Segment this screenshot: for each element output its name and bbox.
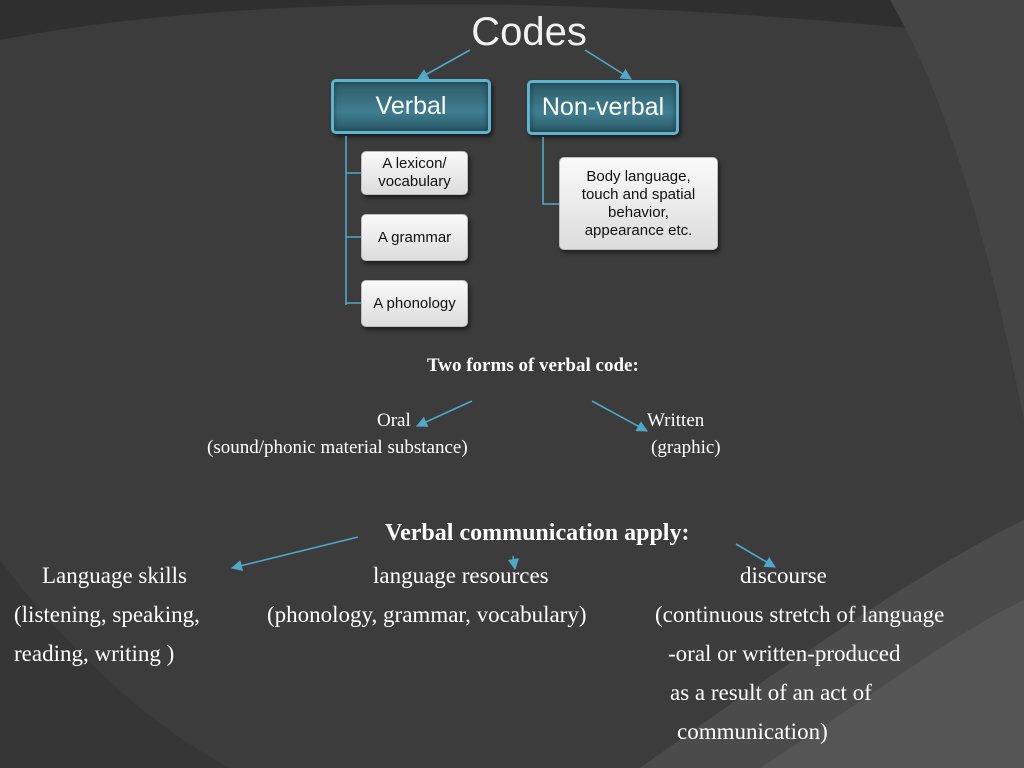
written-description: (graphic) <box>651 437 721 458</box>
discourse-line-3: as a result of an act of <box>670 680 872 705</box>
nonverbal-item-body-language: Body language, touch and spatial behavio… <box>559 157 718 250</box>
oral-label: Oral <box>377 410 411 431</box>
verbal-box: Verbal <box>331 79 491 134</box>
verbal-item-grammar: A grammar <box>361 214 468 261</box>
oral-description: (sound/phonic material substance) <box>207 437 468 458</box>
discourse-line-1: (continuous stretch of language <box>655 602 945 627</box>
nonverbal-box: Non-verbal <box>527 80 679 135</box>
written-label: Written <box>647 410 705 431</box>
slide-title: Codes <box>471 10 587 54</box>
verbal-item-lexicon: A lexicon/ vocabulary <box>361 151 468 195</box>
discourse-title: discourse <box>740 563 827 588</box>
verbal-item-phonology: A phonology <box>361 280 468 327</box>
discourse-line-4: communication) <box>677 719 828 744</box>
apply-heading: Verbal communication apply: <box>385 520 690 546</box>
resources-line-1: (phonology, grammar, vocabulary) <box>267 602 587 627</box>
nonverbal-label: Non-verbal <box>541 93 665 121</box>
resources-title: language resources <box>373 563 549 588</box>
skills-line-2: reading, writing ) <box>14 641 175 666</box>
skills-line-1: (listening, speaking, <box>14 602 200 627</box>
skills-title: Language skills <box>42 563 187 588</box>
forms-heading: Two forms of verbal code: <box>427 355 639 376</box>
discourse-line-2: -oral or written-produced <box>668 641 901 666</box>
verbal-label: Verbal <box>375 92 447 120</box>
